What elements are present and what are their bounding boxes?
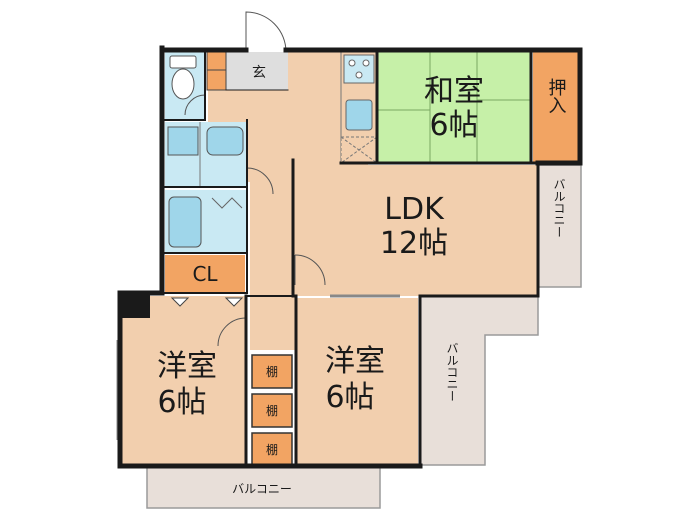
washbasin: [167, 126, 199, 156]
yoshitsu-left-name: 洋室: [157, 349, 217, 384]
yoshitsu-left-size: 6帖: [157, 385, 206, 420]
washing-machine: [206, 126, 244, 156]
stove-icon: [343, 54, 375, 84]
tana-1: [251, 354, 293, 389]
ldk-size: 12帖: [380, 226, 448, 261]
closet-label: CL: [192, 262, 218, 286]
sink-icon: [345, 99, 373, 131]
entrance-door-swing: [245, 11, 287, 53]
bathtub: [168, 196, 202, 248]
pillar: [118, 292, 150, 318]
toilet-bowl: [171, 68, 195, 100]
yoshitsu-center-name: 洋室: [325, 344, 385, 379]
oshiire-label: 押入: [546, 78, 567, 114]
genkan: [226, 52, 288, 90]
room-washitsu: [376, 49, 532, 164]
balcony-east-small-label: バルコニー: [552, 178, 566, 238]
balcony-south: [146, 464, 381, 509]
tana-3-label: 棚: [266, 442, 278, 457]
floor-hall: [250, 120, 295, 350]
balcony-south-label: バルコニー: [232, 482, 292, 496]
toilet-tank: [169, 55, 197, 69]
closet: [165, 255, 245, 293]
room-yoshitsu-center: [296, 298, 418, 466]
washitsu-name: 和室: [424, 74, 484, 109]
ldk-name: LDK: [384, 192, 445, 227]
walls: [117, 45, 583, 469]
washitsu-size: 6帖: [429, 108, 478, 143]
balcony-east-large-label: バルコニー: [445, 342, 459, 402]
tana-2: [251, 393, 293, 428]
tana-2-label: 棚: [266, 403, 278, 418]
floor-ldk: [295, 165, 538, 296]
yoshitsu-center-size: 6帖: [325, 380, 374, 415]
balcony-east-small: [537, 164, 582, 288]
oshiire: [533, 50, 578, 163]
tana-1-label: 棚: [266, 364, 278, 379]
balcony-east-large: [419, 295, 539, 466]
genkan-label: 玄: [252, 64, 266, 81]
room-yoshitsu-left: [122, 296, 246, 466]
